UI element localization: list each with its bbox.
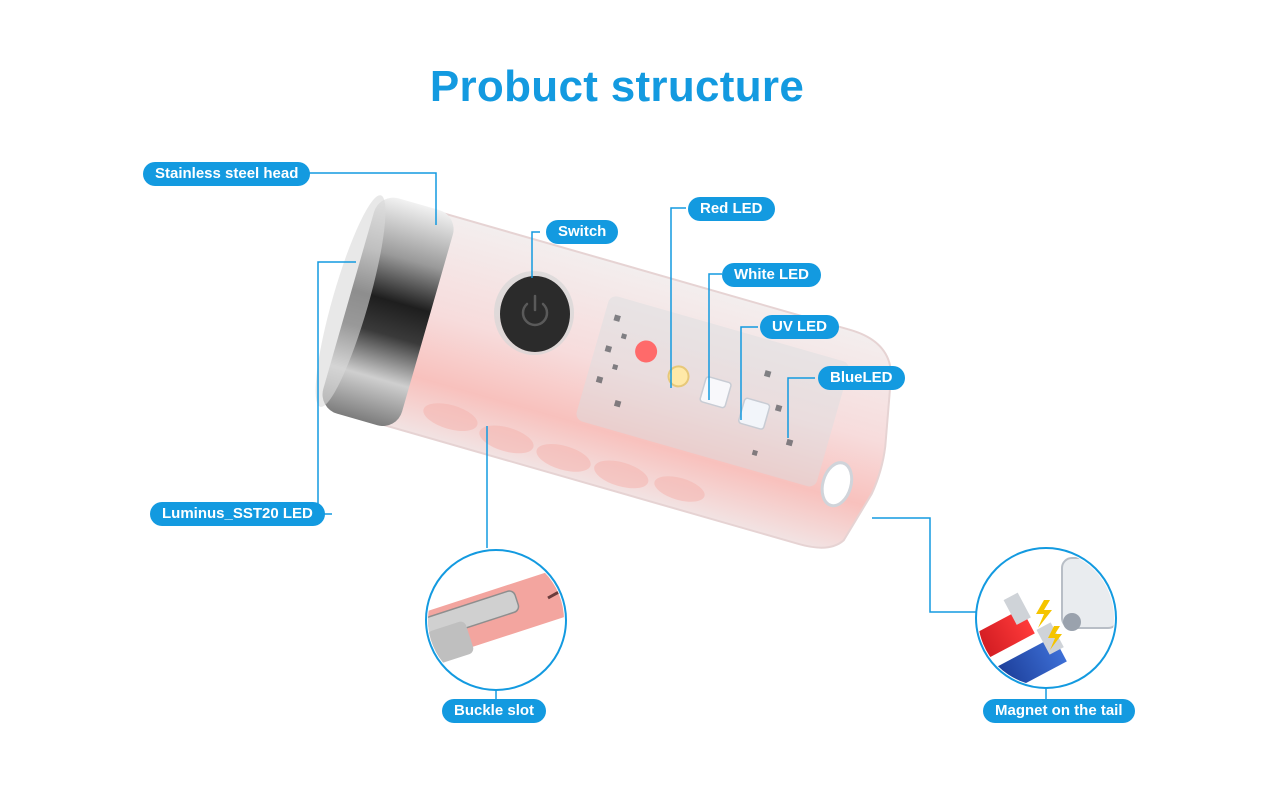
label-blue-led: BlueLED bbox=[818, 366, 905, 390]
label-switch: Switch bbox=[546, 220, 619, 244]
label-magnet-tail: Magnet on the tail bbox=[983, 699, 1135, 723]
label-buckle-slot: Buckle slot bbox=[442, 699, 547, 723]
magnet-tail-inset bbox=[975, 547, 1117, 689]
flashlight bbox=[315, 195, 893, 549]
label-uv-led: UV LED bbox=[760, 315, 840, 339]
power-icon bbox=[521, 294, 549, 327]
page-title: Probuct structure bbox=[429, 62, 805, 111]
label-luminus-led: Luminus_SST20 LED bbox=[150, 502, 325, 526]
uv-led-emitter bbox=[699, 376, 732, 409]
label-white-led: White LED bbox=[722, 263, 821, 287]
stainless-steel-head bbox=[322, 197, 454, 427]
switch-button bbox=[500, 276, 570, 352]
lightning-icon bbox=[1036, 600, 1052, 628]
leader-lines bbox=[306, 172, 1047, 699]
red-led-emitter bbox=[635, 340, 658, 363]
white-led-emitter bbox=[667, 365, 690, 388]
buckle-slot-inset bbox=[425, 549, 567, 691]
label-stainless-steel-head: Stainless steel head bbox=[143, 162, 311, 186]
grip-ridges bbox=[423, 403, 705, 502]
label-red-led: Red LED bbox=[688, 197, 775, 221]
tail-ring bbox=[820, 461, 854, 508]
